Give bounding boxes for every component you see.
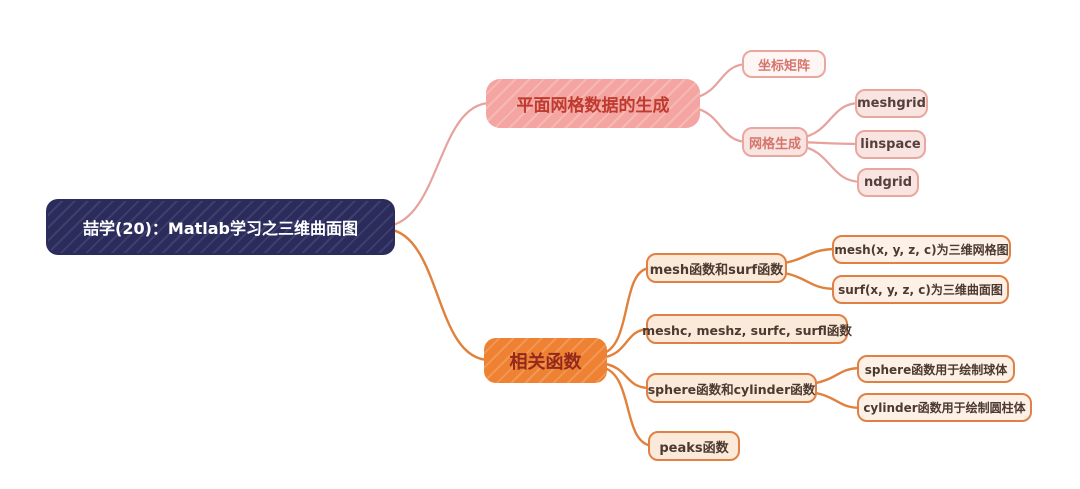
- node-sphere-cylinder[interactable]: sphere函数和cylinder函数: [646, 373, 817, 403]
- edge-sphere-cylinder-to-cylinder-detail: [809, 390, 864, 410]
- edge-mesh-surf-to-surf-detail: [777, 270, 839, 291]
- edge-related-to-peaks: [599, 365, 655, 448]
- branch-node-plane-grid[interactable]: 平面网格数据的生成: [486, 79, 700, 128]
- edge-related-to-meshc-family: [599, 327, 652, 360]
- node-meshgrid[interactable]: meshgrid: [855, 89, 928, 118]
- edge-plane-grid-to-grid-gen: [692, 106, 750, 144]
- node-coord-matrix[interactable]: 坐标矩阵: [742, 50, 826, 78]
- node-grid-gen[interactable]: 网格生成: [742, 127, 808, 157]
- node-mesh-surf[interactable]: mesh函数和surf函数: [646, 253, 787, 283]
- node-surf-detail[interactable]: surf(x, y, z, c)为三维曲面图: [832, 275, 1009, 304]
- edge-root-to-related-functions: [386, 227, 491, 362]
- node-peaks[interactable]: peaks函数: [648, 431, 740, 461]
- edge-grid-gen-to-ndgrid: [798, 144, 864, 184]
- node-cylinder-detail[interactable]: cylinder函数用于绘制圆柱体: [857, 393, 1032, 422]
- edge-sphere-cylinder-to-sphere-detail: [809, 366, 864, 386]
- edge-plane-grid-to-coord-matrix: [692, 62, 750, 100]
- node-ndgrid[interactable]: ndgrid: [857, 168, 919, 197]
- mindmap-root-node[interactable]: 喆学(20)：Matlab学习之三维曲面图: [48, 201, 393, 253]
- node-meshc-family[interactable]: meshc, meshz, surfc, surfl函数: [642, 314, 852, 344]
- edge-grid-gen-to-linspace: [798, 140, 862, 146]
- edge-grid-gen-to-meshgrid: [798, 101, 862, 140]
- node-linspace[interactable]: linspace: [855, 130, 926, 159]
- node-sphere-detail[interactable]: sphere函数用于绘制球体: [857, 355, 1015, 383]
- edge-related-to-mesh-surf: [599, 266, 652, 356]
- edge-mesh-surf-to-mesh-detail: [777, 247, 839, 266]
- edge-root-to-plane-grid: [386, 101, 492, 228]
- edge-related-to-sphere-cylinder: [599, 361, 652, 390]
- branch-node-related-functions[interactable]: 相关函数: [484, 338, 607, 383]
- node-mesh-detail[interactable]: mesh(x, y, z, c)为三维网格图: [832, 235, 1011, 264]
